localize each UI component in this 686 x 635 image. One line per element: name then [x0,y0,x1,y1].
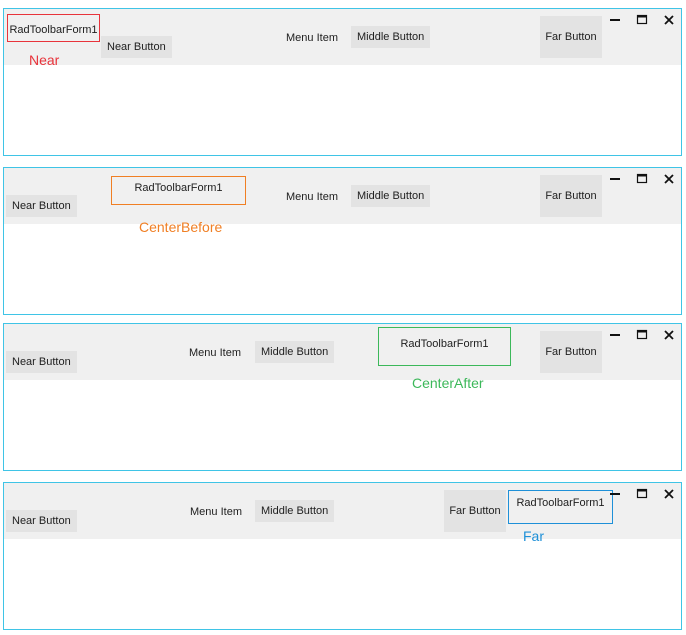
maximize-icon[interactable] [635,172,649,186]
toolbar-form-near: RadToolbarForm1 Near Button Menu Item Mi… [3,8,682,156]
menu-item[interactable]: Menu Item [286,32,338,44]
close-icon[interactable] [662,13,676,27]
minimize-icon[interactable] [608,487,622,501]
near-button[interactable]: Near Button [6,351,77,373]
form-title: RadToolbarForm1 [7,14,100,42]
near-button[interactable]: Near Button [101,36,172,58]
form-title: RadToolbarForm1 [378,327,511,366]
toolbar-form-center-after: Near Button Menu Item Middle Button RadT… [3,323,682,471]
alignment-caption: Far [523,528,544,544]
middle-button[interactable]: Middle Button [351,185,431,207]
toolbar-form-center-before: Near Button RadToolbarForm1 Menu Item Mi… [3,167,682,315]
maximize-icon[interactable] [635,13,649,27]
form-title: RadToolbarForm1 [508,490,613,524]
menu-item[interactable]: Menu Item [190,506,242,518]
far-button[interactable]: Far Button [540,331,602,373]
near-button[interactable]: Near Button [6,195,77,217]
toolbar-form-far: Near Button Menu Item Middle Button Far … [3,482,682,630]
toolbar [4,483,681,539]
far-button[interactable]: Far Button [540,16,602,58]
middle-button[interactable]: Middle Button [351,26,431,48]
minimize-icon[interactable] [608,172,622,186]
close-icon[interactable] [662,328,676,342]
close-icon[interactable] [662,172,676,186]
alignment-caption: CenterAfter [412,375,484,391]
far-button[interactable]: Far Button [540,175,602,217]
minimize-icon[interactable] [608,328,622,342]
alignment-caption: CenterBefore [139,219,223,235]
middle-button[interactable]: Middle Button [255,341,335,363]
middle-button[interactable]: Middle Button [255,500,335,522]
menu-item[interactable]: Menu Item [286,191,338,203]
alignment-caption: Near [29,52,60,68]
far-button[interactable]: Far Button [444,490,506,532]
maximize-icon[interactable] [635,487,649,501]
minimize-icon[interactable] [608,13,622,27]
menu-item[interactable]: Menu Item [189,347,241,359]
close-icon[interactable] [662,487,676,501]
near-button[interactable]: Near Button [6,510,77,532]
maximize-icon[interactable] [635,328,649,342]
form-title: RadToolbarForm1 [111,176,246,205]
